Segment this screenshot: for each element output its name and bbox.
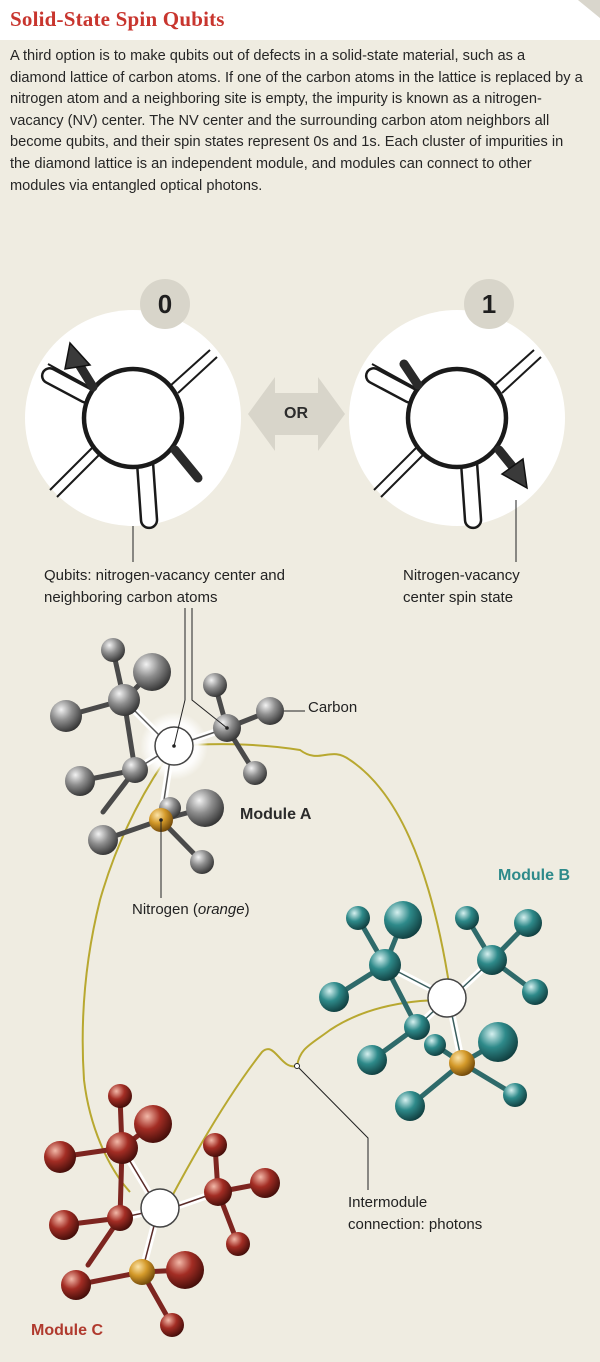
state-one-label: 1 (481, 289, 497, 319)
qubits-label: Qubits: nitrogen-vacancy center and neig… (44, 565, 285, 609)
state-one-badge (464, 279, 514, 329)
module-c-label: Module C (31, 1322, 103, 1339)
nitrogen-label-italic: orange (197, 901, 245, 918)
state-zero-badge (140, 279, 190, 329)
qubits-label-line1: Qubits: nitrogen-vacancy center and (44, 567, 285, 584)
nitrogen-label-prefix: Nitrogen ( (132, 901, 198, 918)
page-title: Solid-State Spin Qubits (10, 7, 225, 31)
intermodule-label-line1: Intermodule (348, 1194, 428, 1211)
intro-paragraph: A third option is to make qubits out of … (10, 48, 583, 194)
qubits-label-line2: neighboring carbon atoms (44, 589, 218, 606)
module-a-molecule (50, 638, 284, 874)
state-zero-label: 0 (157, 289, 173, 319)
title-banner (0, 0, 600, 40)
title-bar: Solid-State Spin Qubits (0, 0, 600, 40)
module-b-label: Module B (498, 867, 570, 884)
intermodule-label-line2: connection: photons (348, 1216, 483, 1233)
or-label: OR (284, 405, 308, 422)
nitrogen-label: Nitrogen (orange) (132, 899, 250, 921)
intermodule-label: Intermodule connection: photons (348, 1192, 482, 1236)
nitrogen-label-suffix: ) (244, 901, 250, 918)
module-a-label: Module A (240, 806, 312, 823)
spin-state-label-line1: Nitrogen-vacancy (403, 567, 520, 584)
state-one-panel (349, 310, 565, 530)
or-double-arrow (248, 377, 345, 451)
spin-state-label: Nitrogen-vacancy center spin state (403, 565, 520, 609)
spin-state-label-line2: center spin state (403, 589, 514, 606)
state-zero-panel (25, 310, 241, 530)
carbon-label: Carbon (308, 699, 358, 716)
module-b-molecule (319, 901, 548, 1121)
module-c-molecule (44, 1084, 280, 1337)
